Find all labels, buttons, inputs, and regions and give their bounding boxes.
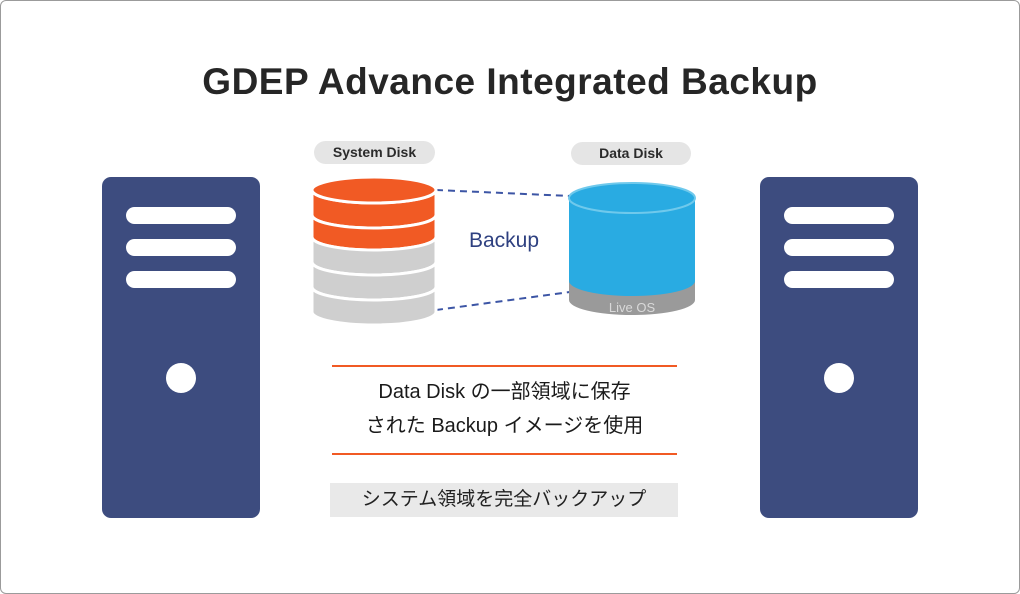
- tower-vent-bar: [784, 239, 894, 256]
- server-tower-right: [760, 177, 918, 518]
- data-disk-body: [569, 198, 695, 296]
- live-os-label: Live OS: [609, 300, 656, 315]
- divider-top: [332, 365, 677, 367]
- note-line-1: Data Disk の一部領域に保存: [378, 381, 631, 403]
- tower-vent-bar: [784, 271, 894, 288]
- tower-vent-bar: [126, 271, 236, 288]
- tower-vent-bar: [126, 207, 236, 224]
- note-text: Data Disk の一部領域に保存 された Backup イメージを使用: [322, 375, 687, 443]
- page-title: GDEP Advance Integrated Backup: [202, 61, 818, 102]
- caption-box: システム領域を完全バックアップ: [330, 483, 678, 517]
- power-button-icon: [166, 363, 196, 393]
- dashed-mapping-line-bottom: [435, 291, 571, 311]
- server-tower-left: [102, 177, 260, 518]
- data-disk-cylinder: Live OS: [568, 182, 696, 315]
- dashed-mapping-line-top: [435, 189, 571, 197]
- system-disk-label: System Disk: [314, 141, 435, 164]
- system-disk-top-ellipse: [310, 175, 438, 205]
- data-disk-label: Data Disk: [571, 142, 691, 165]
- system-disk-stack: [310, 175, 438, 327]
- divider-bottom: [332, 453, 677, 455]
- data-disk-top-ellipse: [568, 182, 696, 214]
- tower-vent-bar: [126, 239, 236, 256]
- note-line-2: された Backup イメージを使用: [365, 415, 644, 437]
- system-disk-platter-gray-3: [310, 286, 438, 327]
- live-os-band: [569, 278, 695, 315]
- tower-vent-bar: [784, 207, 894, 224]
- power-button-icon: [824, 363, 854, 393]
- backup-label: Backup: [468, 229, 540, 252]
